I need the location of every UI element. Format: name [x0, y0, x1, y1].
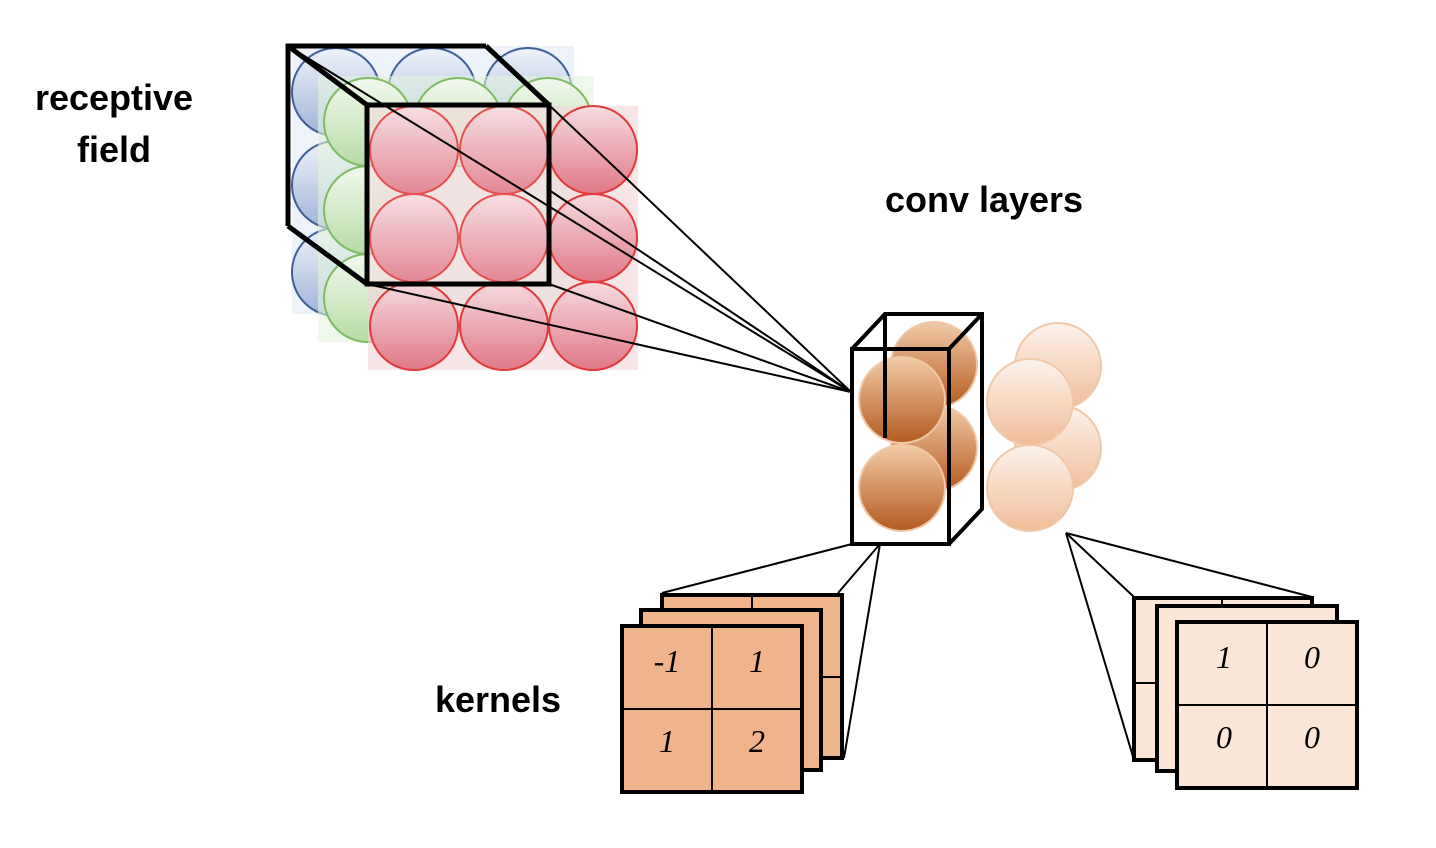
receptive-projection-lines — [287, 45, 852, 393]
right-kernel-projection-lines — [1065, 532, 1313, 761]
left-kernel-cell-1-1: 2 — [749, 723, 765, 759]
left-kernel-front: -1 1 1 2 — [620, 624, 804, 794]
right-kernel-cell-1-0: 0 — [1216, 719, 1232, 755]
right-kernel-front: 1 0 0 0 — [1175, 620, 1359, 790]
left-kernel-stack: -1 1 1 2 — [620, 593, 844, 794]
left-kernel-cell-0-0: -1 — [654, 643, 681, 679]
left-kernel-projection-lines — [661, 543, 881, 759]
receptive-field-label-line2: field — [77, 129, 151, 170]
receptive-field-cube — [285, 43, 552, 287]
right-kernel-cell-1-1: 0 — [1304, 719, 1320, 755]
left-kernel-cell-1-0: 1 — [659, 723, 675, 759]
right-kernel-stack: 1 0 0 0 — [1132, 596, 1359, 790]
conv-neurons-light — [986, 322, 1102, 532]
receptive-field-label-line1: receptive — [35, 77, 193, 118]
input-layer-red — [368, 105, 638, 371]
conv-neurons-front — [858, 356, 946, 532]
right-kernel-cell-0-0: 1 — [1216, 639, 1232, 675]
kernels-label: kernels — [435, 679, 561, 720]
conv-neuron-box — [850, 312, 984, 546]
left-kernel-cell-0-1: 1 — [749, 643, 765, 679]
right-kernel-cell-0-1: 0 — [1304, 639, 1320, 675]
conv-layers-label: conv layers — [885, 179, 1083, 220]
